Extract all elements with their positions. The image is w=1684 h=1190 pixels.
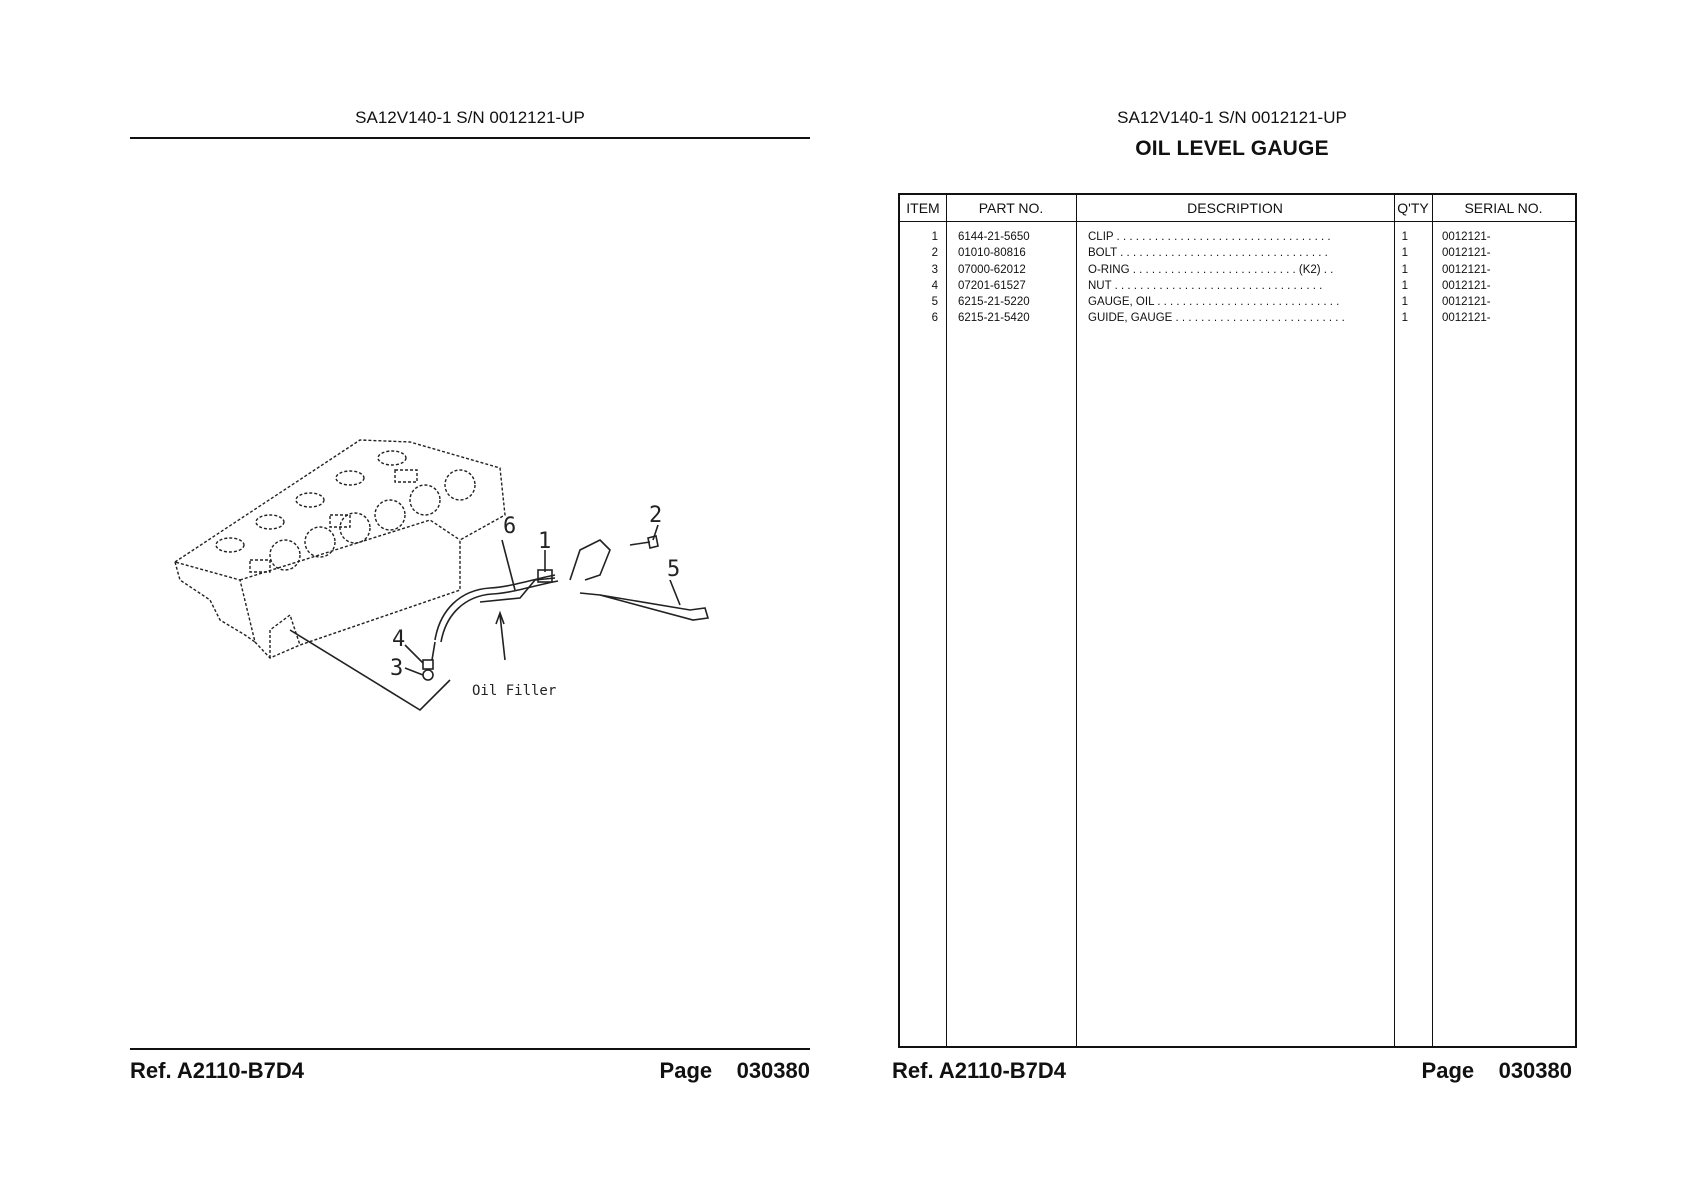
- page-title: OIL LEVEL GAUGE: [1135, 137, 1329, 160]
- description: GAUGE, OIL . . . . . . . . . . . . . . .…: [1088, 296, 1340, 309]
- quantity: 1: [1401, 231, 1408, 243]
- description: CLIP . . . . . . . . . . . . . . . . . .…: [1088, 231, 1331, 243]
- left-page-number: Page 030380: [659, 1058, 810, 1083]
- right-ref: Ref. A2110-B7D4: [892, 1058, 1067, 1083]
- description: NUT . . . . . . . . . . . . . . . . . . …: [1088, 279, 1323, 292]
- description: GUIDE, GAUGE . . . . . . . . . . . . . .…: [1088, 312, 1345, 325]
- left-header-rule: [130, 137, 810, 139]
- callout-2: 2: [649, 503, 662, 528]
- left-ref: Ref. A2110-B7D4: [130, 1058, 305, 1083]
- part-number: 6215-21-5420: [958, 312, 1030, 325]
- exploded-view-drawing: 6 1 2 5 4 3 Oil Filler: [173, 439, 710, 712]
- table-row: 5 6215-21-5220 GAUGE, OIL . . . . . . . …: [900, 294, 1575, 310]
- quantity: 1: [1401, 263, 1408, 276]
- item-number: 3: [931, 263, 938, 276]
- right-header: SA12V140-1 S/N 0012121-UP: [1117, 108, 1347, 127]
- table-row: 3 07000-62012 O-RING . . . . . . . . . .…: [900, 262, 1575, 278]
- part-number: 07000-62012: [958, 263, 1026, 276]
- oil-filler-pipe: [479, 577, 556, 603]
- callout-5: 5: [667, 557, 680, 582]
- col-item: ITEM: [906, 200, 940, 216]
- table-header: ITEM PART NO. DESCRIPTION Q'TY SERIAL NO…: [900, 195, 1575, 222]
- description: BOLT . . . . . . . . . . . . . . . . . .…: [1088, 247, 1328, 260]
- guide-tube: [434, 574, 556, 641]
- col-description: DESCRIPTION: [1187, 200, 1283, 216]
- col-part-no: PART NO.: [978, 200, 1044, 216]
- part-number: 07201-61527: [958, 279, 1026, 292]
- part-number: 6215-21-5220: [958, 296, 1030, 309]
- callout-1: 1: [538, 529, 551, 554]
- col-qty: Q'TY: [1397, 200, 1429, 216]
- table-row: 2 01010-80816 BOLT . . . . . . . . . . .…: [900, 245, 1575, 261]
- item-number: 4: [931, 279, 938, 292]
- description: O-RING . . . . . . . . . . . . . . . . .…: [1088, 263, 1334, 276]
- callout-4: 4: [392, 627, 405, 652]
- serial-number: 0012121-: [1442, 279, 1491, 292]
- table-row: 6 6215-21-5420 GUIDE, GAUGE . . . . . . …: [900, 310, 1575, 326]
- item-number: 6: [931, 312, 938, 325]
- oil-gauge-rod: [599, 594, 710, 621]
- item-number: 1: [931, 231, 938, 243]
- serial-number: 0012121-: [1442, 247, 1491, 260]
- table-row: 4 07201-61527 NUT . . . . . . . . . . . …: [900, 278, 1575, 294]
- serial-number: 0012121-: [1442, 296, 1491, 309]
- right-page: SA12V140-1 S/N 0012121-UP OIL LEVEL GAUG…: [842, 0, 1684, 1190]
- serial-number: 0012121-: [1442, 231, 1491, 243]
- left-page: SA12V140-1 S/N 0012121-UP: [130, 108, 810, 1083]
- right-page-number: Page 030380: [1421, 1058, 1572, 1083]
- quantity: 1: [1401, 296, 1408, 309]
- oil-filler-label: Oil Filler: [472, 683, 556, 699]
- item-number: 5: [931, 296, 938, 309]
- callout-6: 6: [503, 514, 516, 539]
- item-number: 2: [931, 247, 938, 260]
- quantity: 1: [1401, 247, 1408, 260]
- callout-3: 3: [390, 656, 403, 681]
- table-row: 1 6144-21-5650 CLIP . . . . . . . . . . …: [900, 229, 1575, 245]
- parts-table: ITEM PART NO. DESCRIPTION Q'TY SERIAL NO…: [898, 193, 1577, 1048]
- serial-number: 0012121-: [1442, 312, 1491, 325]
- col-serial-no: SERIAL NO.: [1464, 200, 1543, 216]
- part-number: 01010-80816: [958, 247, 1026, 260]
- quantity: 1: [1401, 279, 1408, 292]
- quantity: 1: [1401, 312, 1408, 325]
- serial-number: 0012121-: [1442, 263, 1491, 276]
- left-footer-rule: [130, 1048, 810, 1050]
- left-header: SA12V140-1 S/N 0012121-UP: [355, 108, 585, 127]
- table-body: 1 6144-21-5650 CLIP . . . . . . . . . . …: [900, 229, 1575, 327]
- part-number: 6144-21-5650: [958, 231, 1030, 243]
